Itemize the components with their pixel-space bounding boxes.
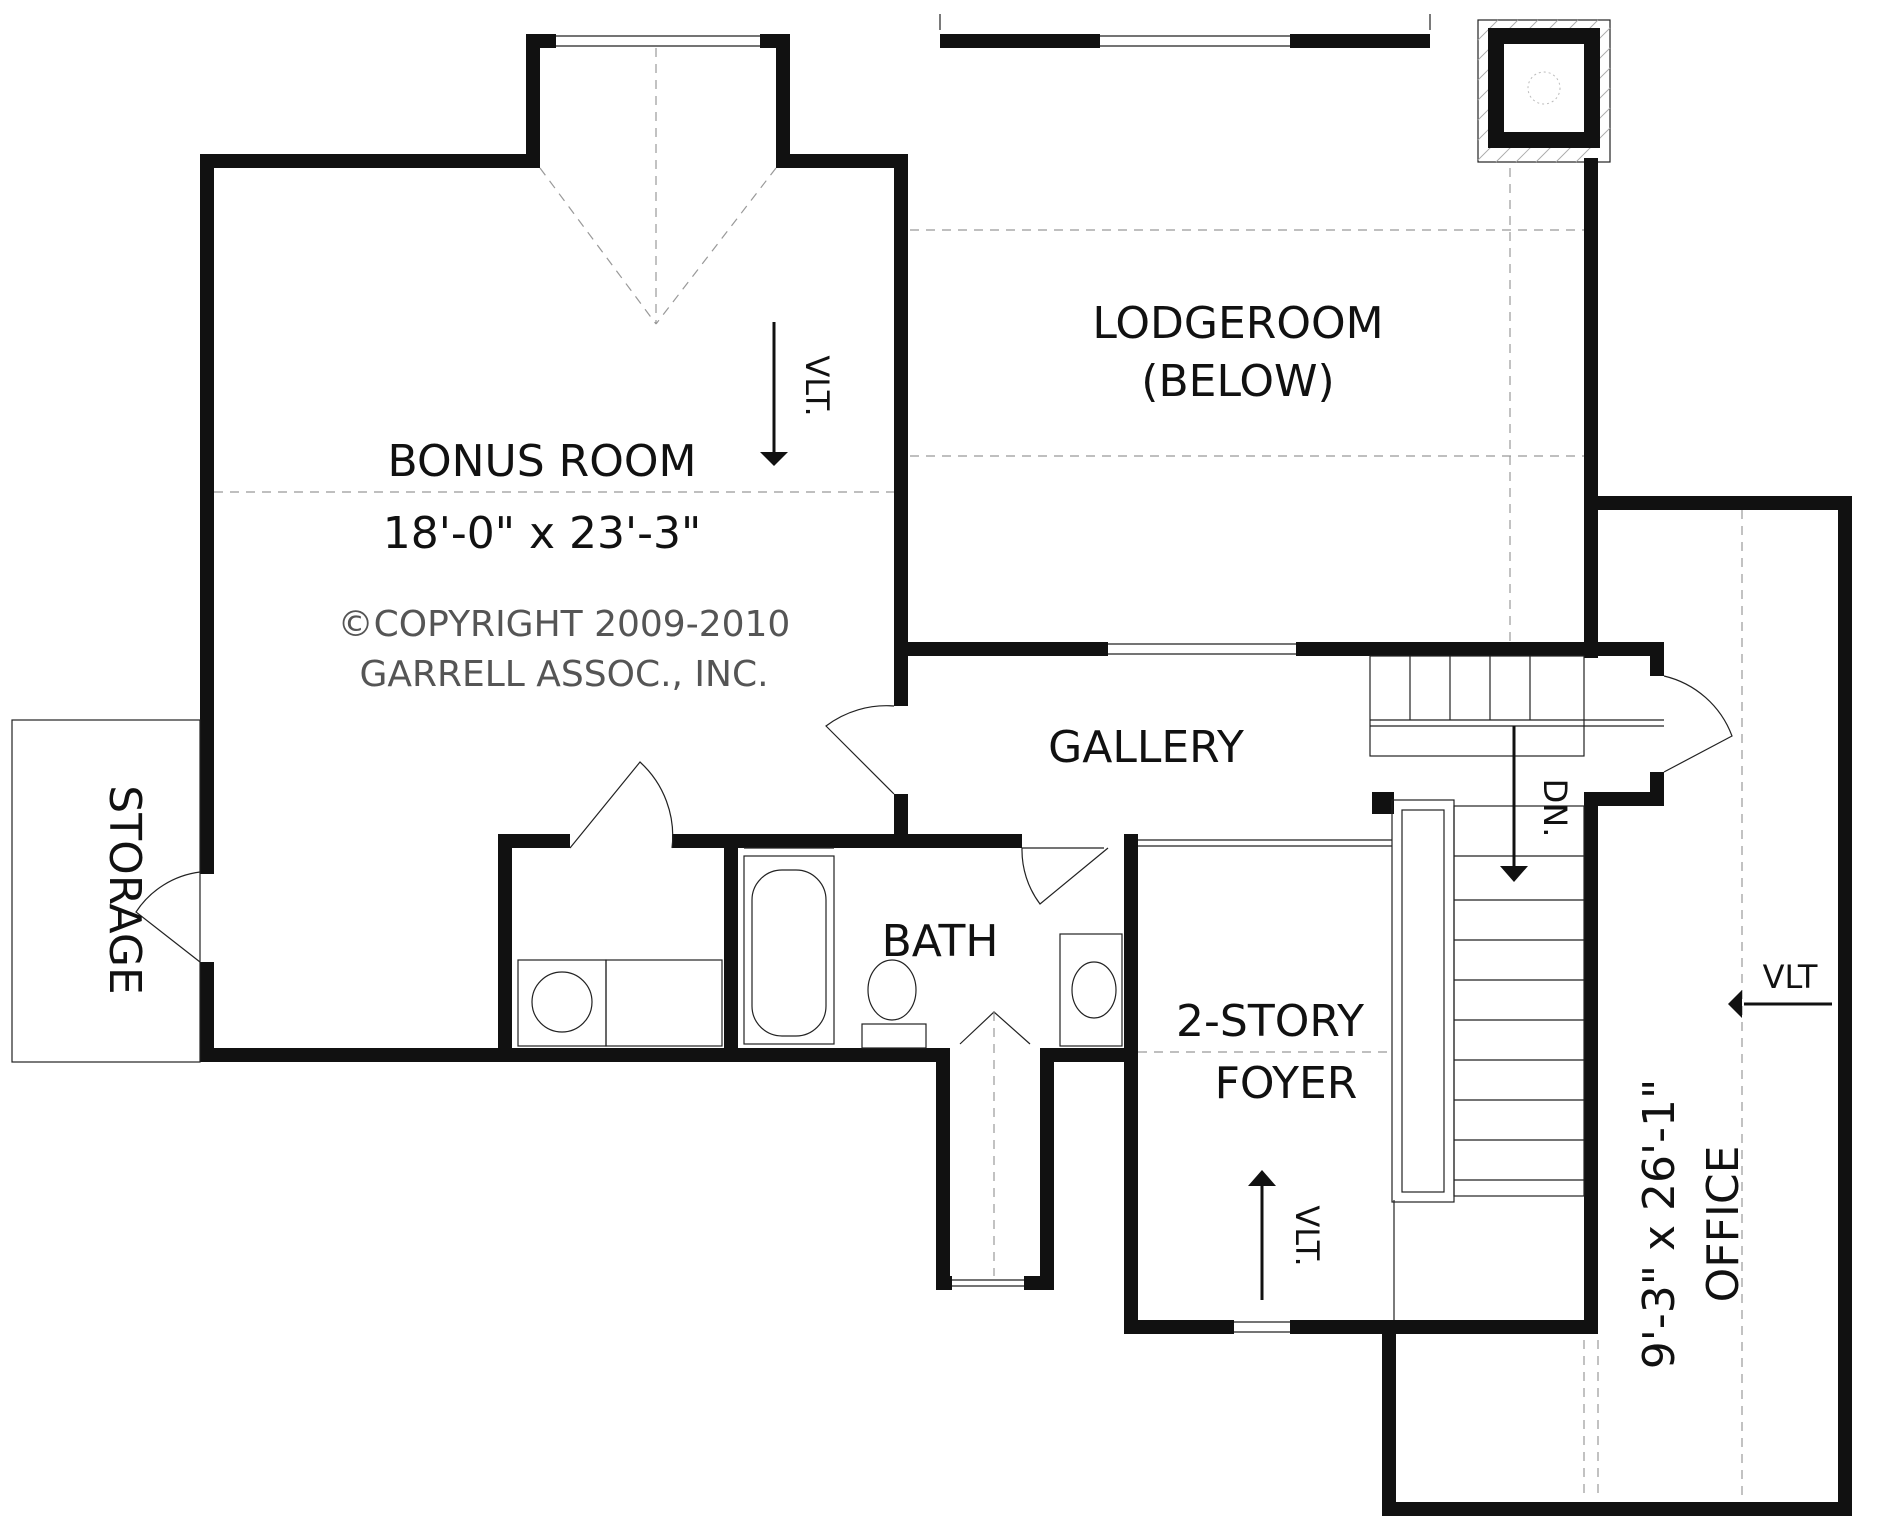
office-size: 9'-3" x 26'-1" xyxy=(1634,1079,1685,1369)
storage-label: STORAGE xyxy=(99,785,150,994)
stairs xyxy=(1369,655,1664,1332)
foyer-label-line2: FOYER xyxy=(1215,1058,1358,1109)
lodge-room-walls xyxy=(908,158,1664,658)
bonus-room-label: BONUS ROOM xyxy=(388,436,697,487)
foyer-walls xyxy=(1124,834,1598,1334)
storage-area xyxy=(11,719,201,1063)
lodge-room-label: LODGEROOM xyxy=(1092,298,1383,349)
stair-dn-annotation: DN. xyxy=(1536,779,1574,838)
vlt-arrow-bonus xyxy=(760,322,788,466)
bonus-room-size: 18'-0" x 23'-3" xyxy=(383,508,701,559)
bath-label: BATH xyxy=(882,916,999,967)
office-walls xyxy=(1382,496,1852,1516)
copyright-line-2: GARRELL ASSOC., INC. xyxy=(359,654,768,695)
vlt-arrow-office xyxy=(1728,990,1832,1018)
vlt-bonus-annotation: VLT. xyxy=(798,355,836,416)
office-label: OFFICE xyxy=(1698,1146,1749,1303)
bonus-room-door xyxy=(825,705,895,795)
lodge-top-window xyxy=(939,14,1431,48)
vlt-foyer-annotation: VLT. xyxy=(1288,1205,1326,1266)
vlt-office-annotation: VLT xyxy=(1763,958,1818,996)
bath-walls xyxy=(498,696,1138,1290)
bonus-room-walls xyxy=(200,34,950,1062)
copyright-line-1: ©COPYRIGHT 2009-2010 xyxy=(338,604,791,645)
dormer-dashed-lines xyxy=(214,48,894,493)
fireplace xyxy=(1477,19,1611,163)
gallery-label: GALLERY xyxy=(1048,722,1244,773)
lodge-room-note: (BELOW) xyxy=(1141,356,1334,407)
foyer-label-line1: 2-STORY xyxy=(1176,996,1364,1047)
